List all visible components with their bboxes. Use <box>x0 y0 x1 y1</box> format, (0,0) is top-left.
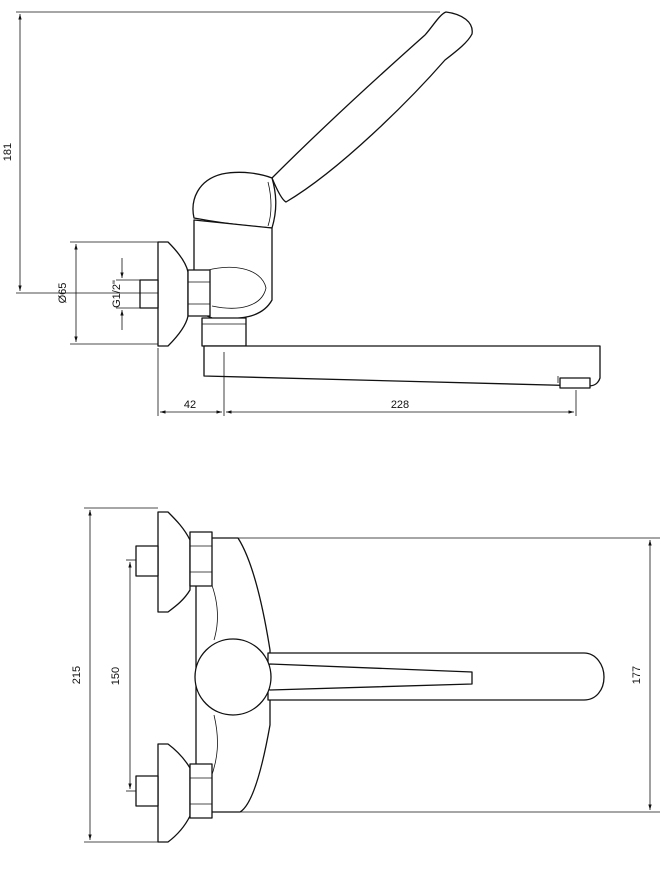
wall-flange-side <box>157 241 189 347</box>
dim-177-label: 177 <box>631 666 643 684</box>
lower-inlet <box>135 775 159 807</box>
lower-flange <box>157 743 191 843</box>
aerator <box>559 377 591 389</box>
dim-thread-label: G1/2" <box>111 280 123 308</box>
spout <box>203 345 601 387</box>
spout-collar <box>201 317 247 347</box>
hub-front <box>194 638 272 716</box>
upper-flange <box>157 511 191 613</box>
upper-nut <box>189 531 213 587</box>
side-view: 181 Ø65 G1/2" 42 228 <box>2 11 601 416</box>
lower-nut <box>189 763 213 819</box>
hex-nut <box>187 269 211 317</box>
threaded-inlet <box>139 279 159 309</box>
dim-42-label: 42 <box>184 399 196 411</box>
front-view: 215 150 177 <box>71 507 660 843</box>
lever-handle <box>271 11 473 203</box>
dim-diameter-65-label: Ø65 <box>57 283 69 304</box>
dim-215-label: 215 <box>71 666 83 684</box>
dim-228-label: 228 <box>391 399 409 411</box>
lever-hub <box>192 171 277 229</box>
upper-inlet <box>135 545 159 577</box>
dim-150-label: 150 <box>110 667 122 685</box>
dim-181-label: 181 <box>2 143 14 161</box>
